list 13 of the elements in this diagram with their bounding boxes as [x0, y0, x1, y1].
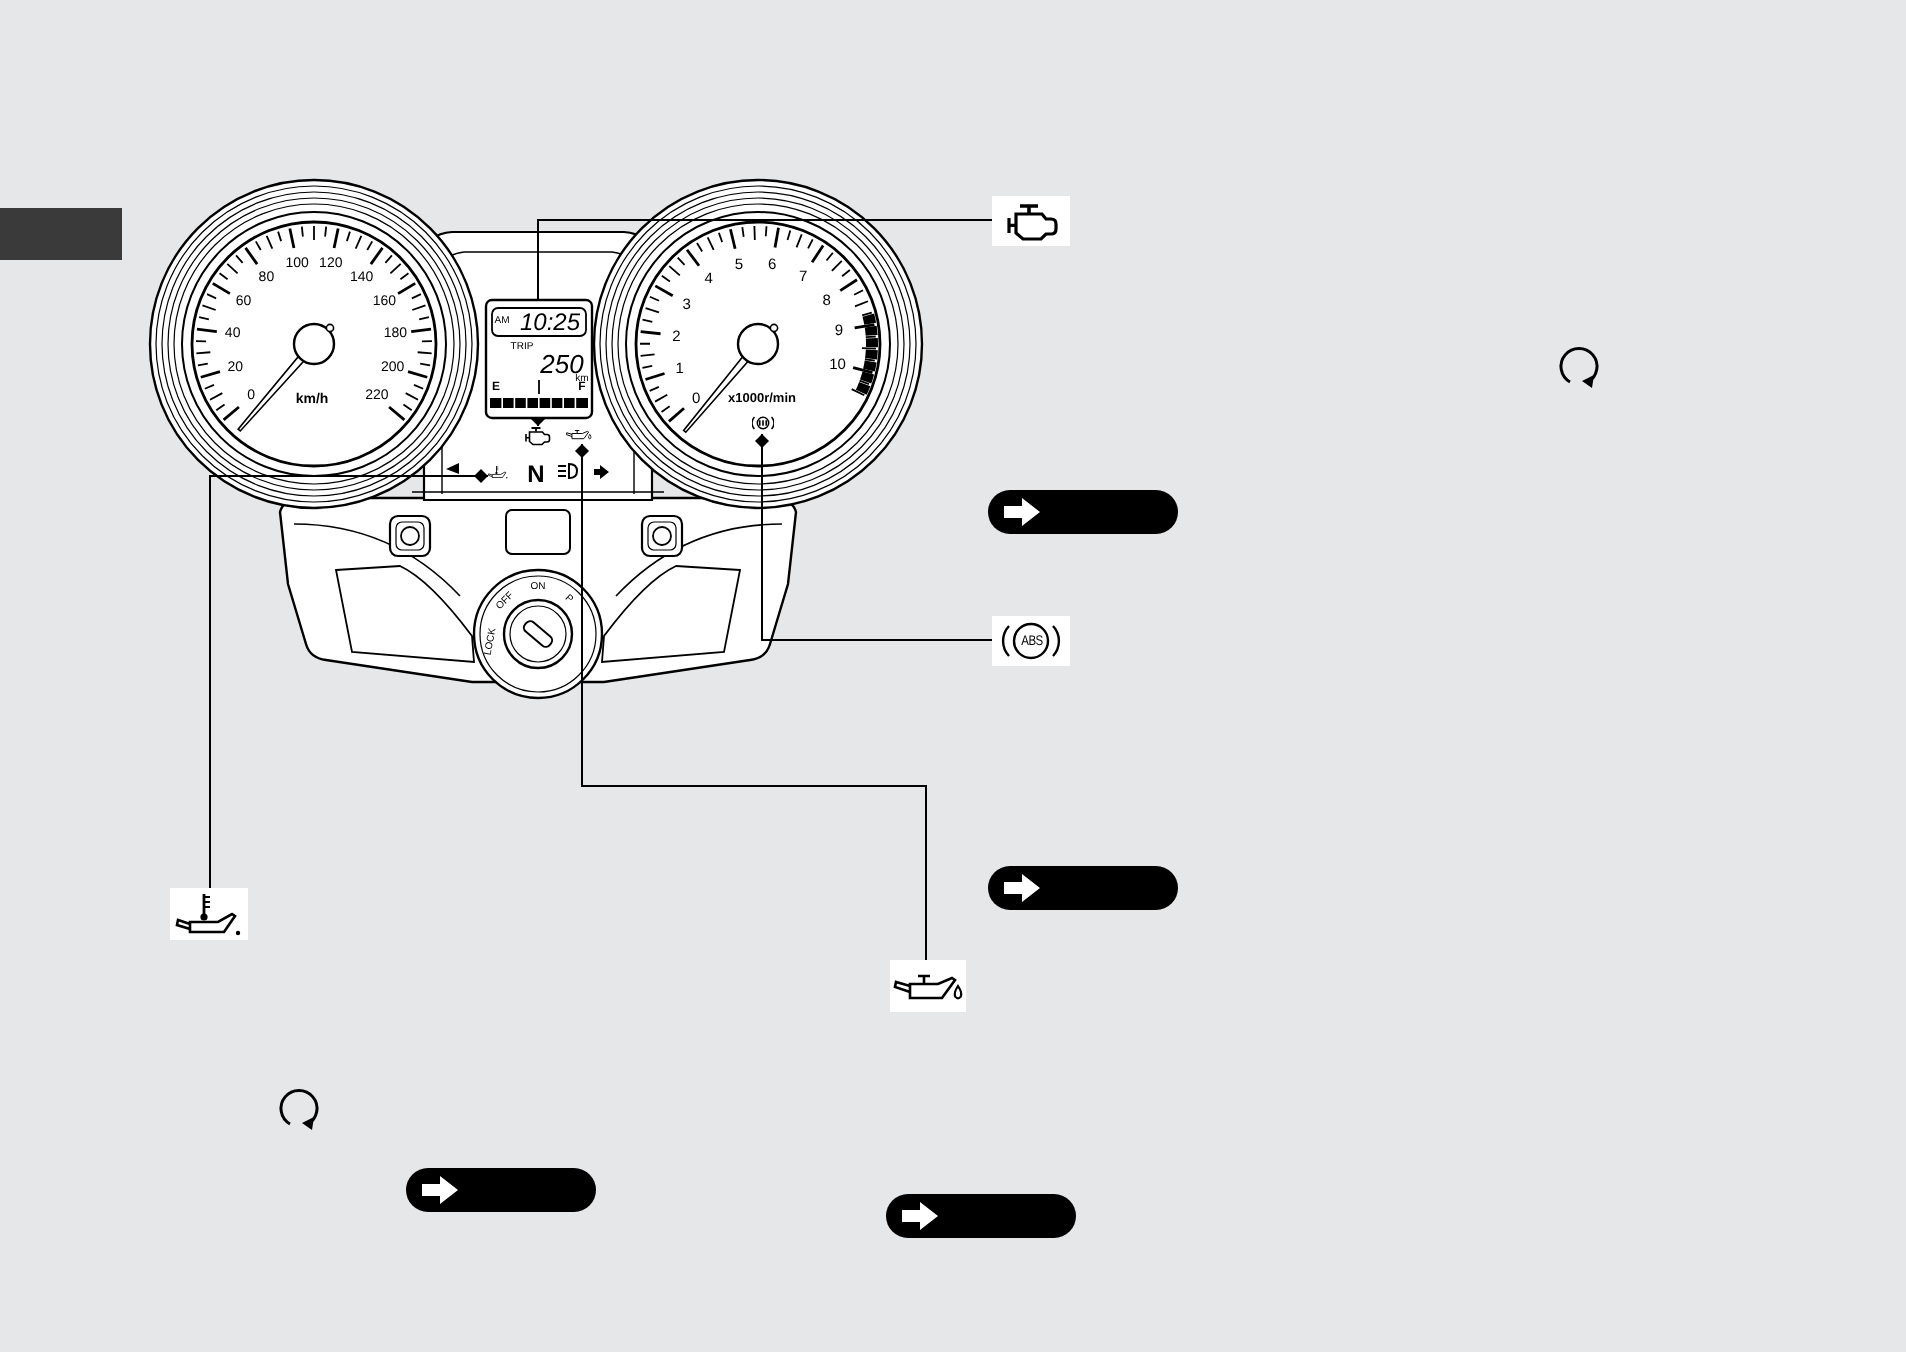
engine-icon: [992, 196, 1070, 246]
abs-indicator-icon: [752, 412, 774, 434]
neutral-indicator: N: [527, 462, 545, 486]
leader-line: [575, 443, 927, 961]
oil-can-icon: [890, 960, 966, 1012]
leader-line: [209, 469, 489, 889]
oil-can-indicator-icon: [566, 426, 592, 444]
engine-indicator-icon: [524, 426, 552, 446]
oil-temperature-indicator-icon: [488, 460, 508, 484]
clock-readout: 10:25: [519, 310, 581, 334]
abs-icon: [992, 616, 1070, 666]
leader-line: [755, 433, 993, 641]
oil-temperature-icon: [170, 888, 248, 940]
